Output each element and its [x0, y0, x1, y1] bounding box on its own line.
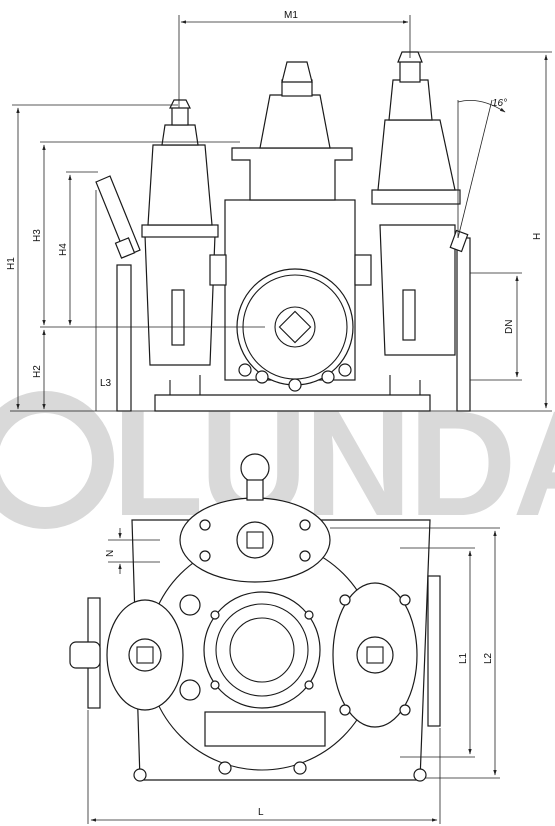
- dimension-h2: H2: [32, 326, 265, 410]
- dimension-n: N: [105, 528, 160, 574]
- right-check-valve: [371, 51, 469, 356]
- dimension-dn: DN: [470, 272, 522, 381]
- label-h3: H3: [32, 229, 43, 242]
- label-m1: M1: [284, 10, 298, 21]
- label-h4: H4: [58, 243, 69, 256]
- label-l2: L2: [483, 652, 494, 664]
- label-l: L: [258, 807, 264, 818]
- right-flange: [456, 237, 471, 412]
- plan-view: N L1 L2 L: [69, 453, 500, 824]
- dimension-angle: 16°: [457, 98, 507, 239]
- dimension-h: H: [410, 51, 552, 412]
- plan-right-valve: [332, 575, 441, 728]
- label-angle: 16°: [492, 98, 507, 109]
- label-dn: DN: [504, 320, 515, 334]
- label-h1: H1: [6, 257, 17, 270]
- dimension-l2: L2: [330, 527, 500, 779]
- dimension-m1: M1: [178, 10, 411, 108]
- label-h: H: [532, 233, 543, 240]
- dimension-h3: H3: [32, 141, 240, 326]
- label-h2: H2: [32, 365, 43, 378]
- plan-top-valve: [179, 453, 331, 583]
- plan-center-body: [203, 591, 326, 747]
- left-check-valve: [95, 99, 219, 366]
- left-flange: [116, 264, 132, 412]
- label-l1: L1: [458, 652, 469, 664]
- dimension-l: L: [87, 710, 441, 824]
- base-plate: [154, 394, 431, 412]
- dimension-h4: H4: [58, 171, 98, 326]
- label-l3: L3: [100, 378, 112, 389]
- dimension-l1: L1: [400, 547, 475, 758]
- central-gate-body: [209, 61, 372, 392]
- dimension-l3: L3: [95, 190, 112, 411]
- label-n: N: [105, 550, 116, 557]
- dimension-h1: H1: [6, 104, 178, 410]
- front-elevation-view: M1 H H1 H2 H3: [6, 10, 552, 412]
- plan-left-valve: [69, 594, 201, 711]
